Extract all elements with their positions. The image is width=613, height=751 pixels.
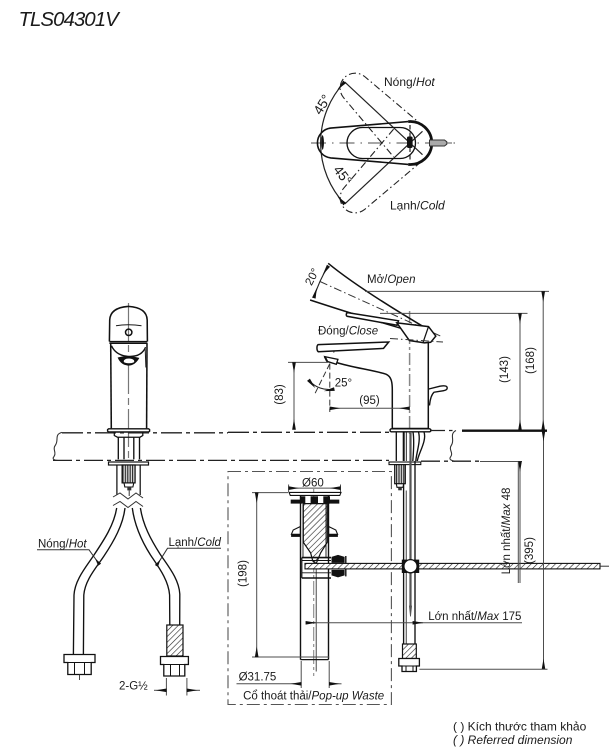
svg-text:Nóng/Hot: Nóng/Hot bbox=[38, 539, 87, 551]
svg-text:45°: 45° bbox=[330, 163, 354, 188]
svg-text:25°: 25° bbox=[335, 378, 352, 390]
svg-text:2-G½: 2-G½ bbox=[119, 681, 148, 693]
svg-text:TLS04301V: TLS04301V bbox=[19, 8, 122, 31]
svg-text:Lạnh/Cold: Lạnh/Cold bbox=[169, 537, 222, 549]
svg-text:(168): (168) bbox=[525, 347, 537, 374]
svg-text:Lớn nhất/Max 175: Lớn nhất/Max 175 bbox=[428, 611, 521, 623]
svg-text:Ø60: Ø60 bbox=[302, 477, 324, 489]
svg-text:(198): (198) bbox=[238, 560, 250, 587]
svg-text:( ) Kích thước tham khảo: ( ) Kích thước tham khảo bbox=[453, 720, 587, 734]
svg-text:Lạnh/Cold: Lạnh/Cold bbox=[390, 199, 445, 213]
svg-text:45°: 45° bbox=[310, 92, 334, 117]
svg-text:Ø31.75: Ø31.75 bbox=[239, 672, 277, 684]
svg-text:Đóng/Close: Đóng/Close bbox=[318, 326, 378, 338]
svg-text:20°: 20° bbox=[304, 267, 323, 288]
svg-text:( ) Referred dimension: ( ) Referred dimension bbox=[453, 733, 573, 747]
svg-text:(395): (395) bbox=[524, 537, 536, 564]
svg-text:(143): (143) bbox=[499, 356, 511, 383]
svg-text:Lớn nhất/Max 48: Lớn nhất/Max 48 bbox=[501, 488, 513, 575]
svg-text:Mở/Open: Mở/Open bbox=[367, 274, 415, 286]
svg-text:(83): (83) bbox=[274, 384, 286, 405]
svg-text:Cổ thoát thải/Pop-up Waste: Cổ thoát thải/Pop-up Waste bbox=[243, 691, 384, 703]
svg-text:(95): (95) bbox=[359, 395, 380, 407]
svg-text:Nóng/Hot: Nóng/Hot bbox=[384, 75, 435, 89]
